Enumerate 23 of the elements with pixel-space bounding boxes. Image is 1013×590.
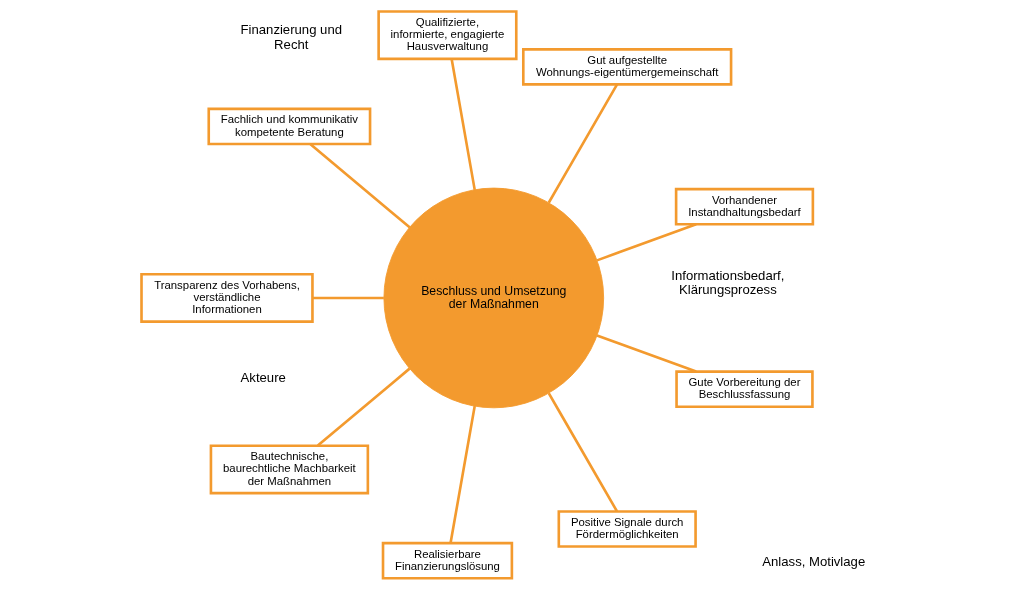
node-box: Gut aufgestellte Wohnungs-eigentümergemeinschaft <box>521 48 732 86</box>
label: Akteure <box>240 369 286 385</box>
node-box: Vorhandener Instandhaltungsbedarf <box>674 187 814 226</box>
connector <box>448 405 476 544</box>
node-box: Bautechnische, baurechtliche Machbarkeit der Maßnahmen <box>209 444 369 495</box>
connector <box>309 143 410 229</box>
node-box: Qualifizierte, informierte, engagierte Hausverwaltung <box>376 10 518 61</box>
label: Finanzierung und Recht <box>240 22 342 52</box>
connector <box>316 367 410 447</box>
node-box: Fachlich und kommunikativ kompetente Beratung <box>206 107 371 146</box>
node-box: Realisierbare Finanzierungslösung <box>381 541 513 580</box>
connector <box>596 334 697 373</box>
label: Anlass, Motivlage <box>761 553 865 569</box>
node-box: Gute Vorbereitung der Beschlussfassung <box>674 370 814 409</box>
connector <box>547 392 618 512</box>
node-circle: Beschluss und Umsetzung der Maßnahmen <box>383 187 604 409</box>
connector <box>547 83 618 204</box>
node-box: Transparenz des Vorhabens, verständliche Informationen <box>139 272 314 323</box>
connector <box>312 296 384 300</box>
label: Informationsbedarf, Klärungsprozess <box>670 267 784 298</box>
connector <box>449 58 476 191</box>
connector <box>596 223 697 262</box>
node-box: Positive Signale durch Fördermöglichkeiten <box>557 510 697 548</box>
